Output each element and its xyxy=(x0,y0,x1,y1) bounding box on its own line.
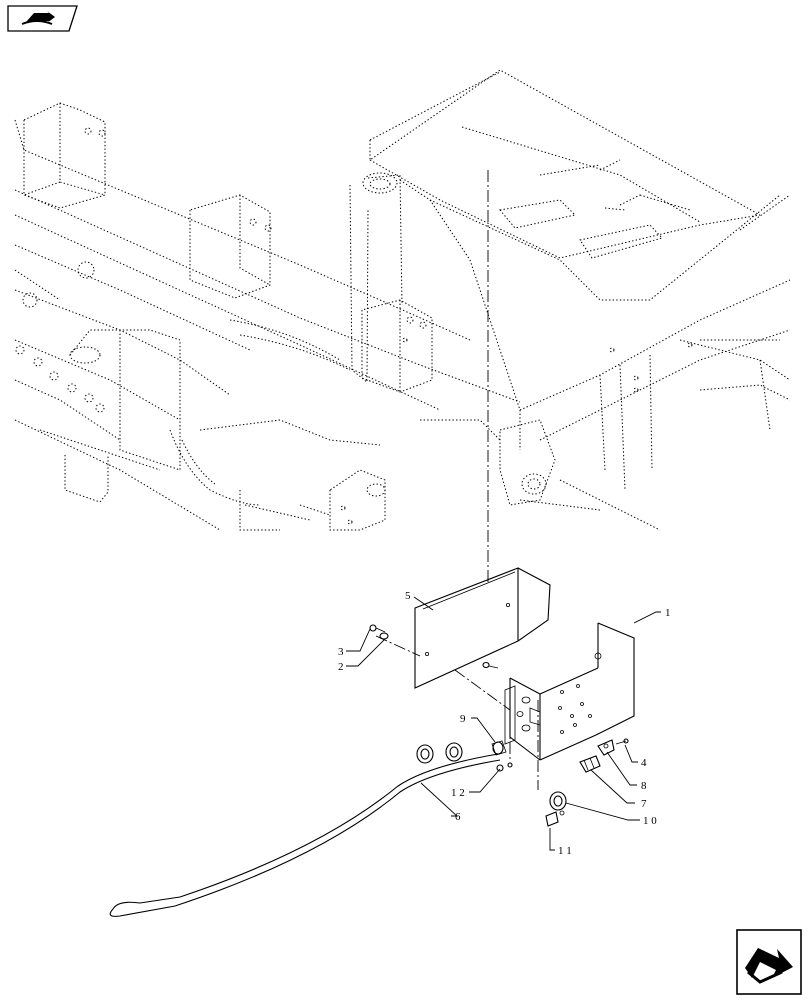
callout-6: 6 xyxy=(455,811,461,823)
next-page-arrow-icon[interactable] xyxy=(736,929,802,995)
callout-labels: 1 2 3 4 5 6 7 8 9 1 0 1 1 1 2 xyxy=(338,590,671,857)
callout-1: 1 xyxy=(665,607,671,619)
callout-8: 8 xyxy=(641,780,647,792)
callout-11: 1 1 xyxy=(558,845,572,857)
callout-7: 7 xyxy=(641,798,647,810)
callout-10: 1 0 xyxy=(643,815,657,827)
callout-12: 1 2 xyxy=(451,787,465,799)
leader-lines xyxy=(346,596,661,851)
callout-9: 9 xyxy=(460,713,466,725)
callout-5: 5 xyxy=(405,590,411,602)
book-arrow-icon[interactable] xyxy=(7,5,78,32)
cable-assembly xyxy=(109,753,501,917)
cover-plate xyxy=(414,567,551,689)
callout-4: 4 xyxy=(641,757,647,769)
hardware xyxy=(369,624,629,827)
mounting-bracket xyxy=(504,622,635,761)
assembly-centerlines xyxy=(375,170,539,790)
frame-context xyxy=(14,69,791,531)
callout-3: 3 xyxy=(338,646,344,658)
callout-2: 2 xyxy=(338,661,344,673)
